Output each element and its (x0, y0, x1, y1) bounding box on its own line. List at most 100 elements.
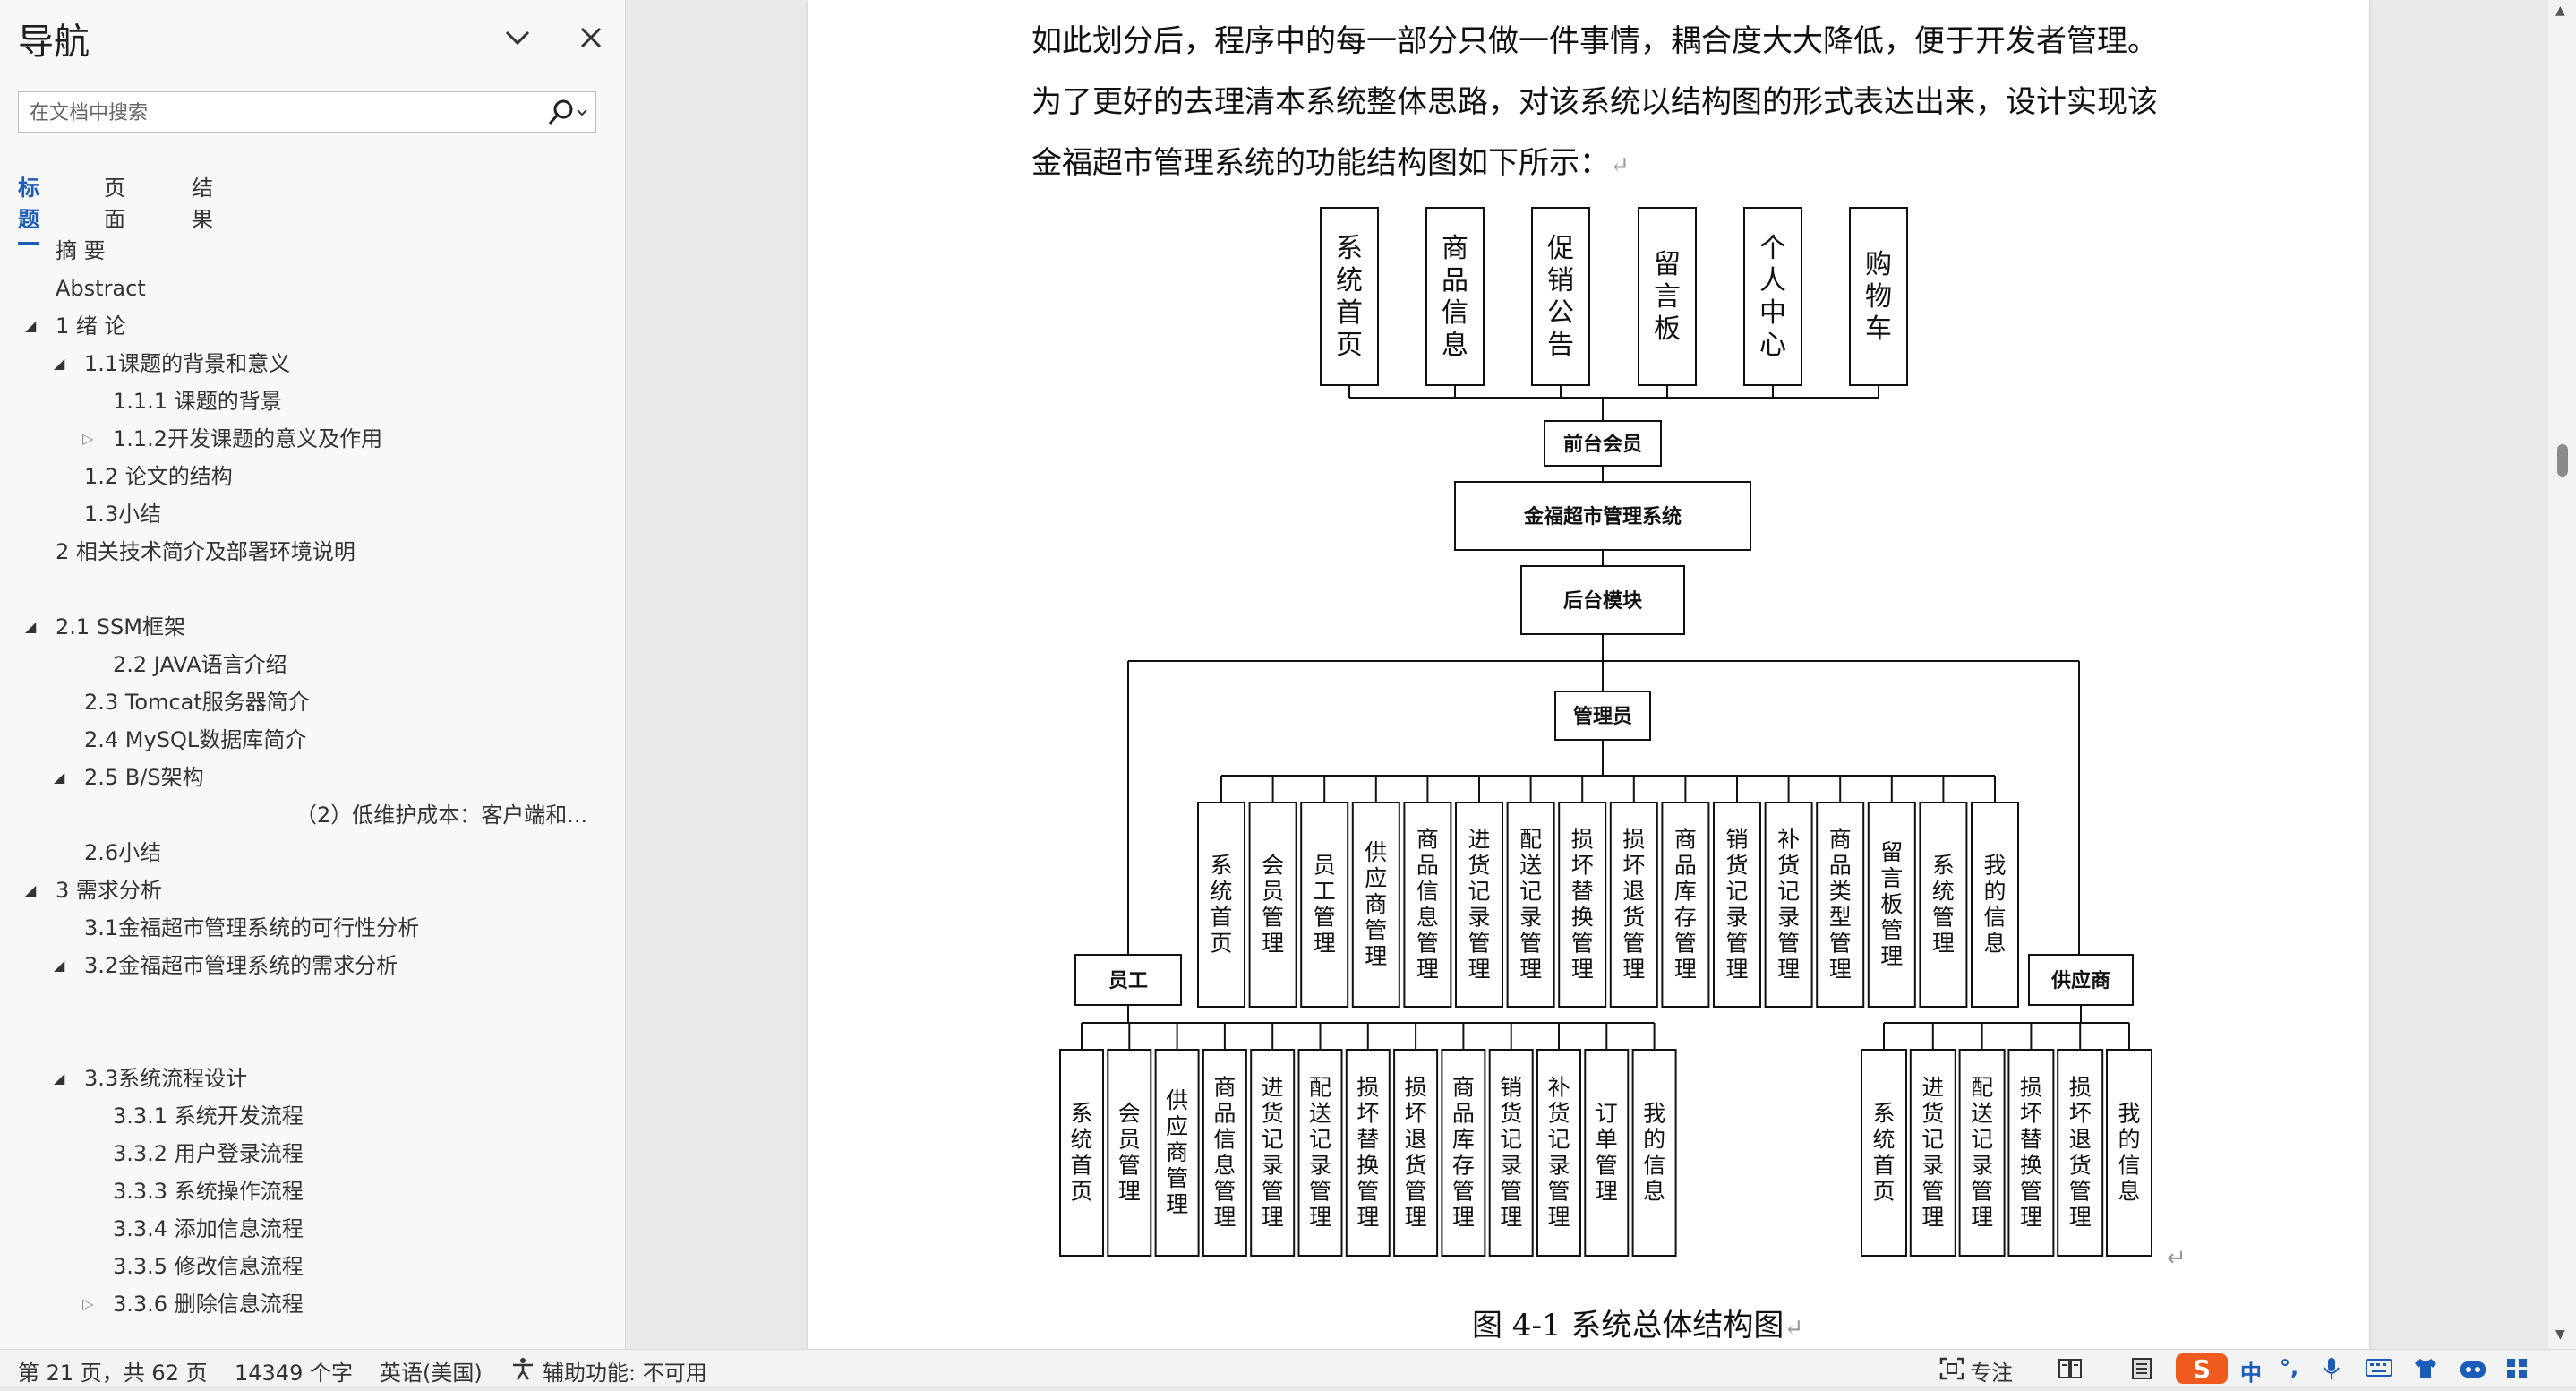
vertical-scrollbar[interactable]: ▲ ▼ (2548, 0, 2576, 1349)
outline-heading-item[interactable]: 3.1金福超市管理系统的可行性分析 (84, 915, 420, 940)
language-indicator[interactable]: 英语(美国) (380, 1361, 483, 1386)
admin-module-label-char: 商 (1829, 827, 1852, 853)
scroll-down-icon[interactable]: ▼ (2555, 1327, 2565, 1342)
figure-caption: 图 4-1 系统总体结构图↵ (1472, 1308, 1804, 1344)
supplier-module-label-char: 页 (1872, 1179, 1895, 1205)
frontend-module-label-char: 页 (1336, 330, 1363, 361)
supplier-module-label-char: 记 (1921, 1127, 1944, 1153)
outline-heading-item[interactable]: （2）低维护成本：客户端和... (295, 803, 588, 828)
outline-heading-item[interactable]: 3.3.4 添加信息流程 (113, 1216, 304, 1241)
outline-heading-item[interactable]: 摘 要 (56, 238, 106, 263)
outline-heading-item[interactable]: 1.1.2开发课题的意义及作用 (113, 426, 383, 451)
collapse-arrow-icon[interactable]: ◢ (54, 1069, 65, 1086)
expand-arrow-icon[interactable]: ▷ (82, 1295, 94, 1312)
outline-heading-item[interactable]: 3.3.6 删除信息流程 (113, 1292, 304, 1317)
document-page[interactable]: 如此划分后，程序中的每一部分只做一件事情，耦合度大大降低，便于开发者管理。 为了… (808, 0, 2369, 1349)
admin-module-label-char: 货 (1622, 905, 1645, 931)
expand-arrow-icon[interactable]: ▷ (82, 430, 94, 447)
outline-heading-item[interactable]: 2 相关技术简介及部署环境说明 (56, 539, 355, 564)
supplier-module-label-char: 货 (1921, 1101, 1944, 1127)
scrollbar-thumb[interactable] (2557, 444, 2568, 477)
page-count[interactable]: 第 21 页，共 62 页 (18, 1361, 208, 1386)
outline-heading-item[interactable]: 3.3.1 系统开发流程 (113, 1103, 304, 1129)
outline-heading-item[interactable]: 3.2金福超市管理系统的需求分析 (84, 953, 398, 978)
outline-heading-item[interactable]: 1.1课题的背景和意义 (84, 351, 291, 376)
staff-module-label-char: 管 (1309, 1179, 1331, 1205)
collapse-arrow-icon[interactable]: ◢ (54, 957, 65, 974)
collapse-arrow-icon[interactable]: ◢ (54, 768, 65, 786)
collapse-arrow-icon[interactable]: ◢ (25, 618, 37, 635)
search-icon[interactable] (543, 98, 590, 128)
staff-module-box (1154, 1049, 1200, 1257)
print-layout-icon[interactable] (2129, 1357, 2154, 1386)
frontend-role-label: 前台会员 (1563, 433, 1642, 456)
nav-options-chevron-icon[interactable] (500, 20, 535, 56)
frontend-module-label-char: 首 (1336, 297, 1363, 329)
focus-mode-icon[interactable] (1939, 1357, 1964, 1386)
admin-module-label-char: 理 (1468, 957, 1490, 983)
keyboard-icon[interactable] (2366, 1357, 2392, 1384)
outline-heading-item[interactable]: 2.3 Tomcat服务器简介 (84, 690, 310, 715)
admin-module-label-char: 理 (1519, 957, 1542, 983)
accessibility-status[interactable]: 辅助功能: 不可用 (543, 1361, 707, 1386)
outline-heading-item[interactable]: 1.2 论文的结构 (84, 464, 233, 489)
outline-heading-item[interactable]: 3 需求分析 (56, 878, 162, 903)
outline-heading-item[interactable]: Abstract (56, 276, 146, 301)
sogou-ime-logo-icon[interactable]: S (2174, 1352, 2229, 1391)
outline-heading-item[interactable]: 1.1.1 课题的背景 (113, 389, 282, 414)
staff-module-label-char: 损 (1356, 1075, 1379, 1101)
word-count[interactable]: 14349 个字 (235, 1361, 353, 1386)
search-input[interactable] (28, 98, 551, 128)
accessibility-icon[interactable] (510, 1357, 535, 1386)
outline-heading-item[interactable]: 1 绪 论 (56, 313, 126, 339)
staff-module-label-char: 管 (1166, 1165, 1188, 1191)
collapse-arrow-icon[interactable]: ◢ (54, 355, 65, 372)
staff-module-label-char: 理 (1356, 1205, 1379, 1231)
focus-mode-label[interactable]: 专注 (1970, 1361, 2013, 1386)
toolbox-grid-icon[interactable] (2505, 1357, 2529, 1386)
outline-heading-item[interactable]: 3.3.5 修改信息流程 (113, 1254, 304, 1279)
ime-language-toggle[interactable]: 中 (2240, 1361, 2262, 1386)
tab-pages[interactable]: 页面 (104, 176, 125, 232)
punctuation-mode-icon[interactable]: °, (2280, 1355, 2299, 1380)
skin-shirt-icon[interactable] (2412, 1357, 2439, 1386)
supplier-module-label-char: 录 (1921, 1153, 1944, 1179)
admin-module-label-char: 商 (1416, 827, 1439, 853)
assistant-robot-icon[interactable] (2459, 1357, 2487, 1386)
admin-module-box (1403, 802, 1452, 1008)
tab-headings[interactable]: 标题 (18, 170, 39, 245)
staff-module-label-char: 管 (1547, 1179, 1570, 1205)
admin-module-label-char: 商 (1674, 827, 1697, 853)
staff-module-label-char: 理 (1213, 1205, 1236, 1231)
staff-module-label-char: 录 (1309, 1153, 1331, 1179)
admin-module-label-char: 会 (1262, 853, 1284, 879)
outline-heading-item[interactable]: 3.3.3 系统操作流程 (113, 1179, 304, 1204)
outline-heading-item[interactable]: 3.3.2 用户登录流程 (113, 1141, 304, 1166)
staff-module-label-char: 替 (1356, 1127, 1379, 1153)
outline-heading-item[interactable]: 2.1 SSM框架 (56, 614, 185, 640)
staff-module-label-char: 管 (1452, 1179, 1475, 1205)
frontend-module-label-char: 留 (1654, 249, 1681, 280)
collapse-arrow-icon[interactable]: ◢ (25, 881, 37, 898)
admin-module-label-char: 录 (1725, 905, 1748, 931)
staff-module-box (1631, 1049, 1677, 1257)
outline-heading-item[interactable]: 2.4 MySQL数据库简介 (84, 727, 307, 752)
tab-results[interactable]: 结果 (192, 176, 213, 232)
close-icon[interactable] (573, 20, 609, 56)
staff-module-label-char: 管 (1213, 1179, 1236, 1205)
admin-module-label-char: 货 (1468, 853, 1490, 879)
staff-module-label-char: 货 (1500, 1101, 1522, 1127)
microphone-icon[interactable] (2323, 1357, 2341, 1386)
read-mode-icon[interactable] (2058, 1357, 2083, 1386)
outline-heading-item[interactable]: 2.6小结 (84, 840, 162, 865)
outline-heading-item[interactable]: 3.3系统流程设计 (84, 1066, 248, 1091)
outline-heading-item[interactable]: 2.5 B/S架构 (84, 765, 204, 790)
outline-heading-item[interactable]: 2.2 JAVA语言介绍 (113, 652, 287, 677)
admin-module-label-char: 管 (1519, 931, 1542, 957)
outline-heading-item[interactable]: 1.3小结 (84, 502, 162, 527)
scroll-up-icon[interactable]: ▲ (2555, 4, 2565, 18)
backend-module-label: 后台模块 (1563, 589, 1643, 613)
supplier-module-label-char: 理 (1921, 1205, 1944, 1231)
document-margin (626, 0, 808, 1349)
collapse-arrow-icon[interactable]: ◢ (25, 317, 37, 334)
